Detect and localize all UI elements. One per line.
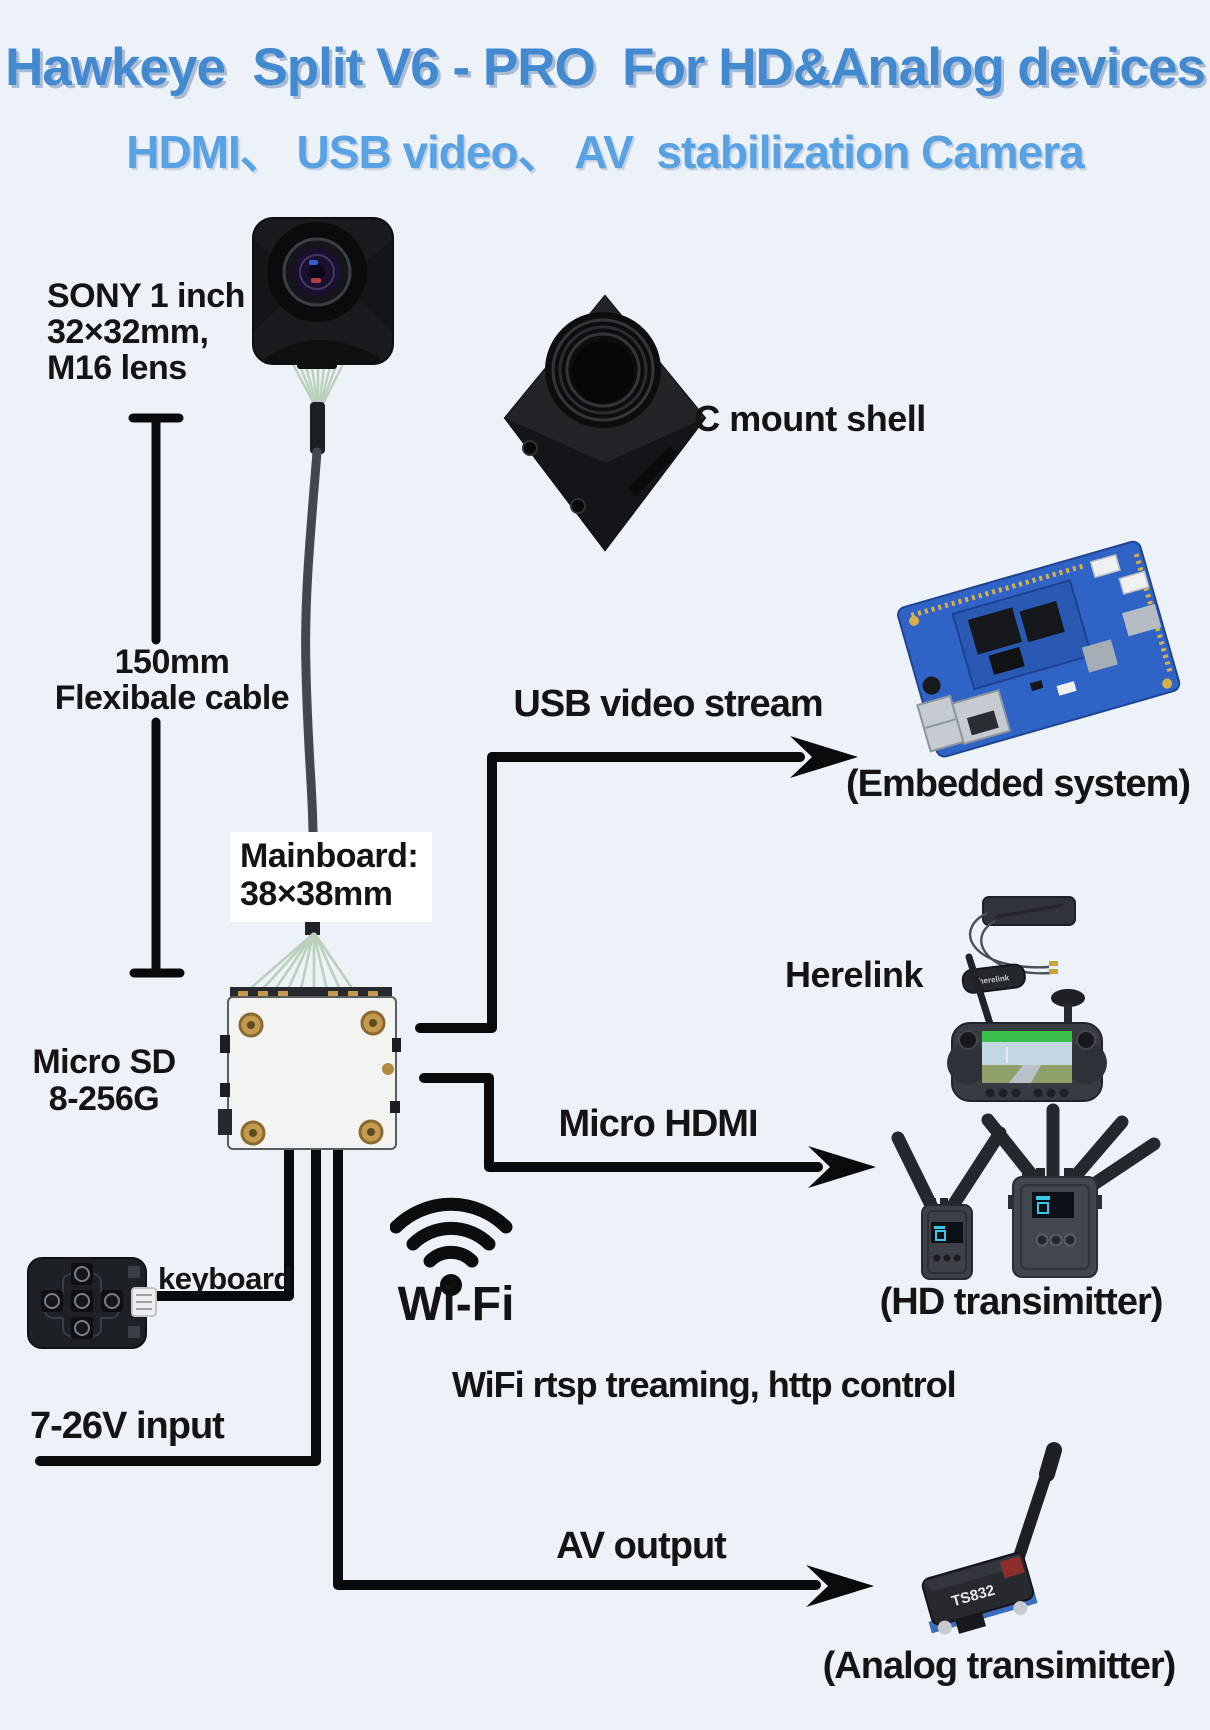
keyboard-label: keyboard	[158, 1261, 292, 1296]
power-input-label: 7-26V input	[30, 1405, 225, 1447]
usb-arrowhead	[790, 736, 858, 778]
herelink-kit: herelink	[947, 896, 1107, 1102]
power-line	[35, 1145, 321, 1466]
usb-stream-label: USB video stream	[513, 683, 823, 725]
herelink-stick-text: herelink	[978, 973, 1010, 986]
hdmi-line	[419, 1073, 823, 1172]
mainboard-screws	[238, 1010, 386, 1146]
usb-line	[415, 752, 805, 1033]
embedded-system-label: (Embedded system)	[845, 763, 1191, 805]
embedded-system-board	[897, 540, 1181, 758]
page-subtitle: HDMI、 USB video、 AV stabilization Camera	[126, 126, 1085, 178]
hd-transmitters	[891, 1103, 1161, 1280]
camera-module	[252, 217, 394, 369]
wifi-description: WiFi rtsp treaming, http control	[452, 1364, 957, 1405]
herelink-label: Herelink	[784, 954, 924, 995]
hd-transmitter-label: (HD transimitter)	[879, 1281, 1164, 1323]
controller-antenna	[965, 953, 995, 1031]
micro-hdmi-label: Micro HDMI	[558, 1103, 759, 1145]
shell-screw	[570, 498, 586, 514]
cable-length-bracket	[128, 413, 185, 978]
analog-transmitter-label: (Analog transimitter)	[822, 1645, 1177, 1687]
page-title: Hawkeye Split V6 - PRO For HD&Analog dev…	[5, 38, 1206, 97]
mainboard-label: Mainboard:38×38mm	[230, 832, 433, 922]
mushroom-antenna	[1051, 989, 1085, 1007]
keyboard-pad	[27, 1257, 157, 1349]
analog-transmitter: TS832	[921, 1442, 1062, 1635]
mainboard	[218, 987, 401, 1150]
wifi-icon	[390, 1197, 513, 1296]
av-arrowhead	[806, 1565, 874, 1607]
shell-screw	[522, 440, 538, 456]
c-mount-shell	[503, 294, 707, 552]
av-line	[333, 1145, 821, 1590]
wifi-label: Wi-Fi	[397, 1278, 515, 1331]
keyboard-line	[147, 1145, 294, 1301]
hdmi-arrowhead	[808, 1146, 876, 1188]
c-mount-label: C mount shell	[694, 398, 926, 439]
av-output-label: AV output	[556, 1525, 727, 1567]
